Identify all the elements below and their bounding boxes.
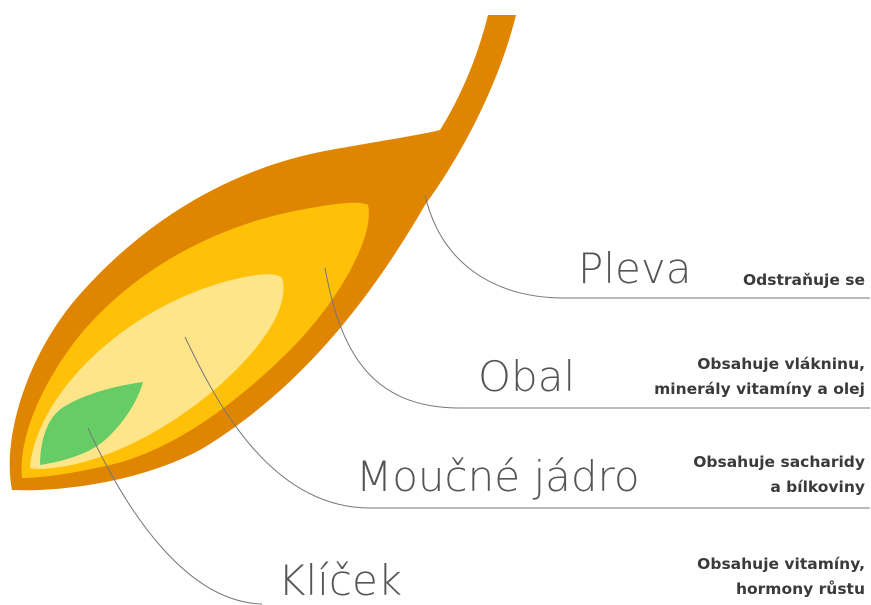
label-klicek: Klíček	[278, 560, 402, 602]
description-line: Obsahuje sacharidy	[693, 450, 865, 475]
description-line: a bílkoviny	[693, 475, 865, 500]
description-klicek: Obsahuje vitamíny, hormony růstu	[697, 552, 865, 602]
description-line: Obsahuje vlákninu,	[654, 352, 865, 377]
description-obal: Obsahuje vlákninu, minerály vitamíny a o…	[654, 352, 865, 402]
label-moucne-jadro: Moučné jádro	[356, 456, 640, 498]
description-moucne-jadro: Obsahuje sacharidy a bílkoviny	[693, 450, 865, 500]
label-pleva: Pleva	[578, 248, 691, 290]
description-line: Odstraňuje se	[743, 268, 865, 293]
label-obal: Obal	[478, 356, 575, 398]
description-line: hormony růstu	[697, 577, 865, 602]
description-line: minerály vitamíny a olej	[654, 377, 865, 402]
description-pleva: Odstraňuje se	[743, 268, 865, 293]
description-line: Obsahuje vitamíny,	[697, 552, 865, 577]
